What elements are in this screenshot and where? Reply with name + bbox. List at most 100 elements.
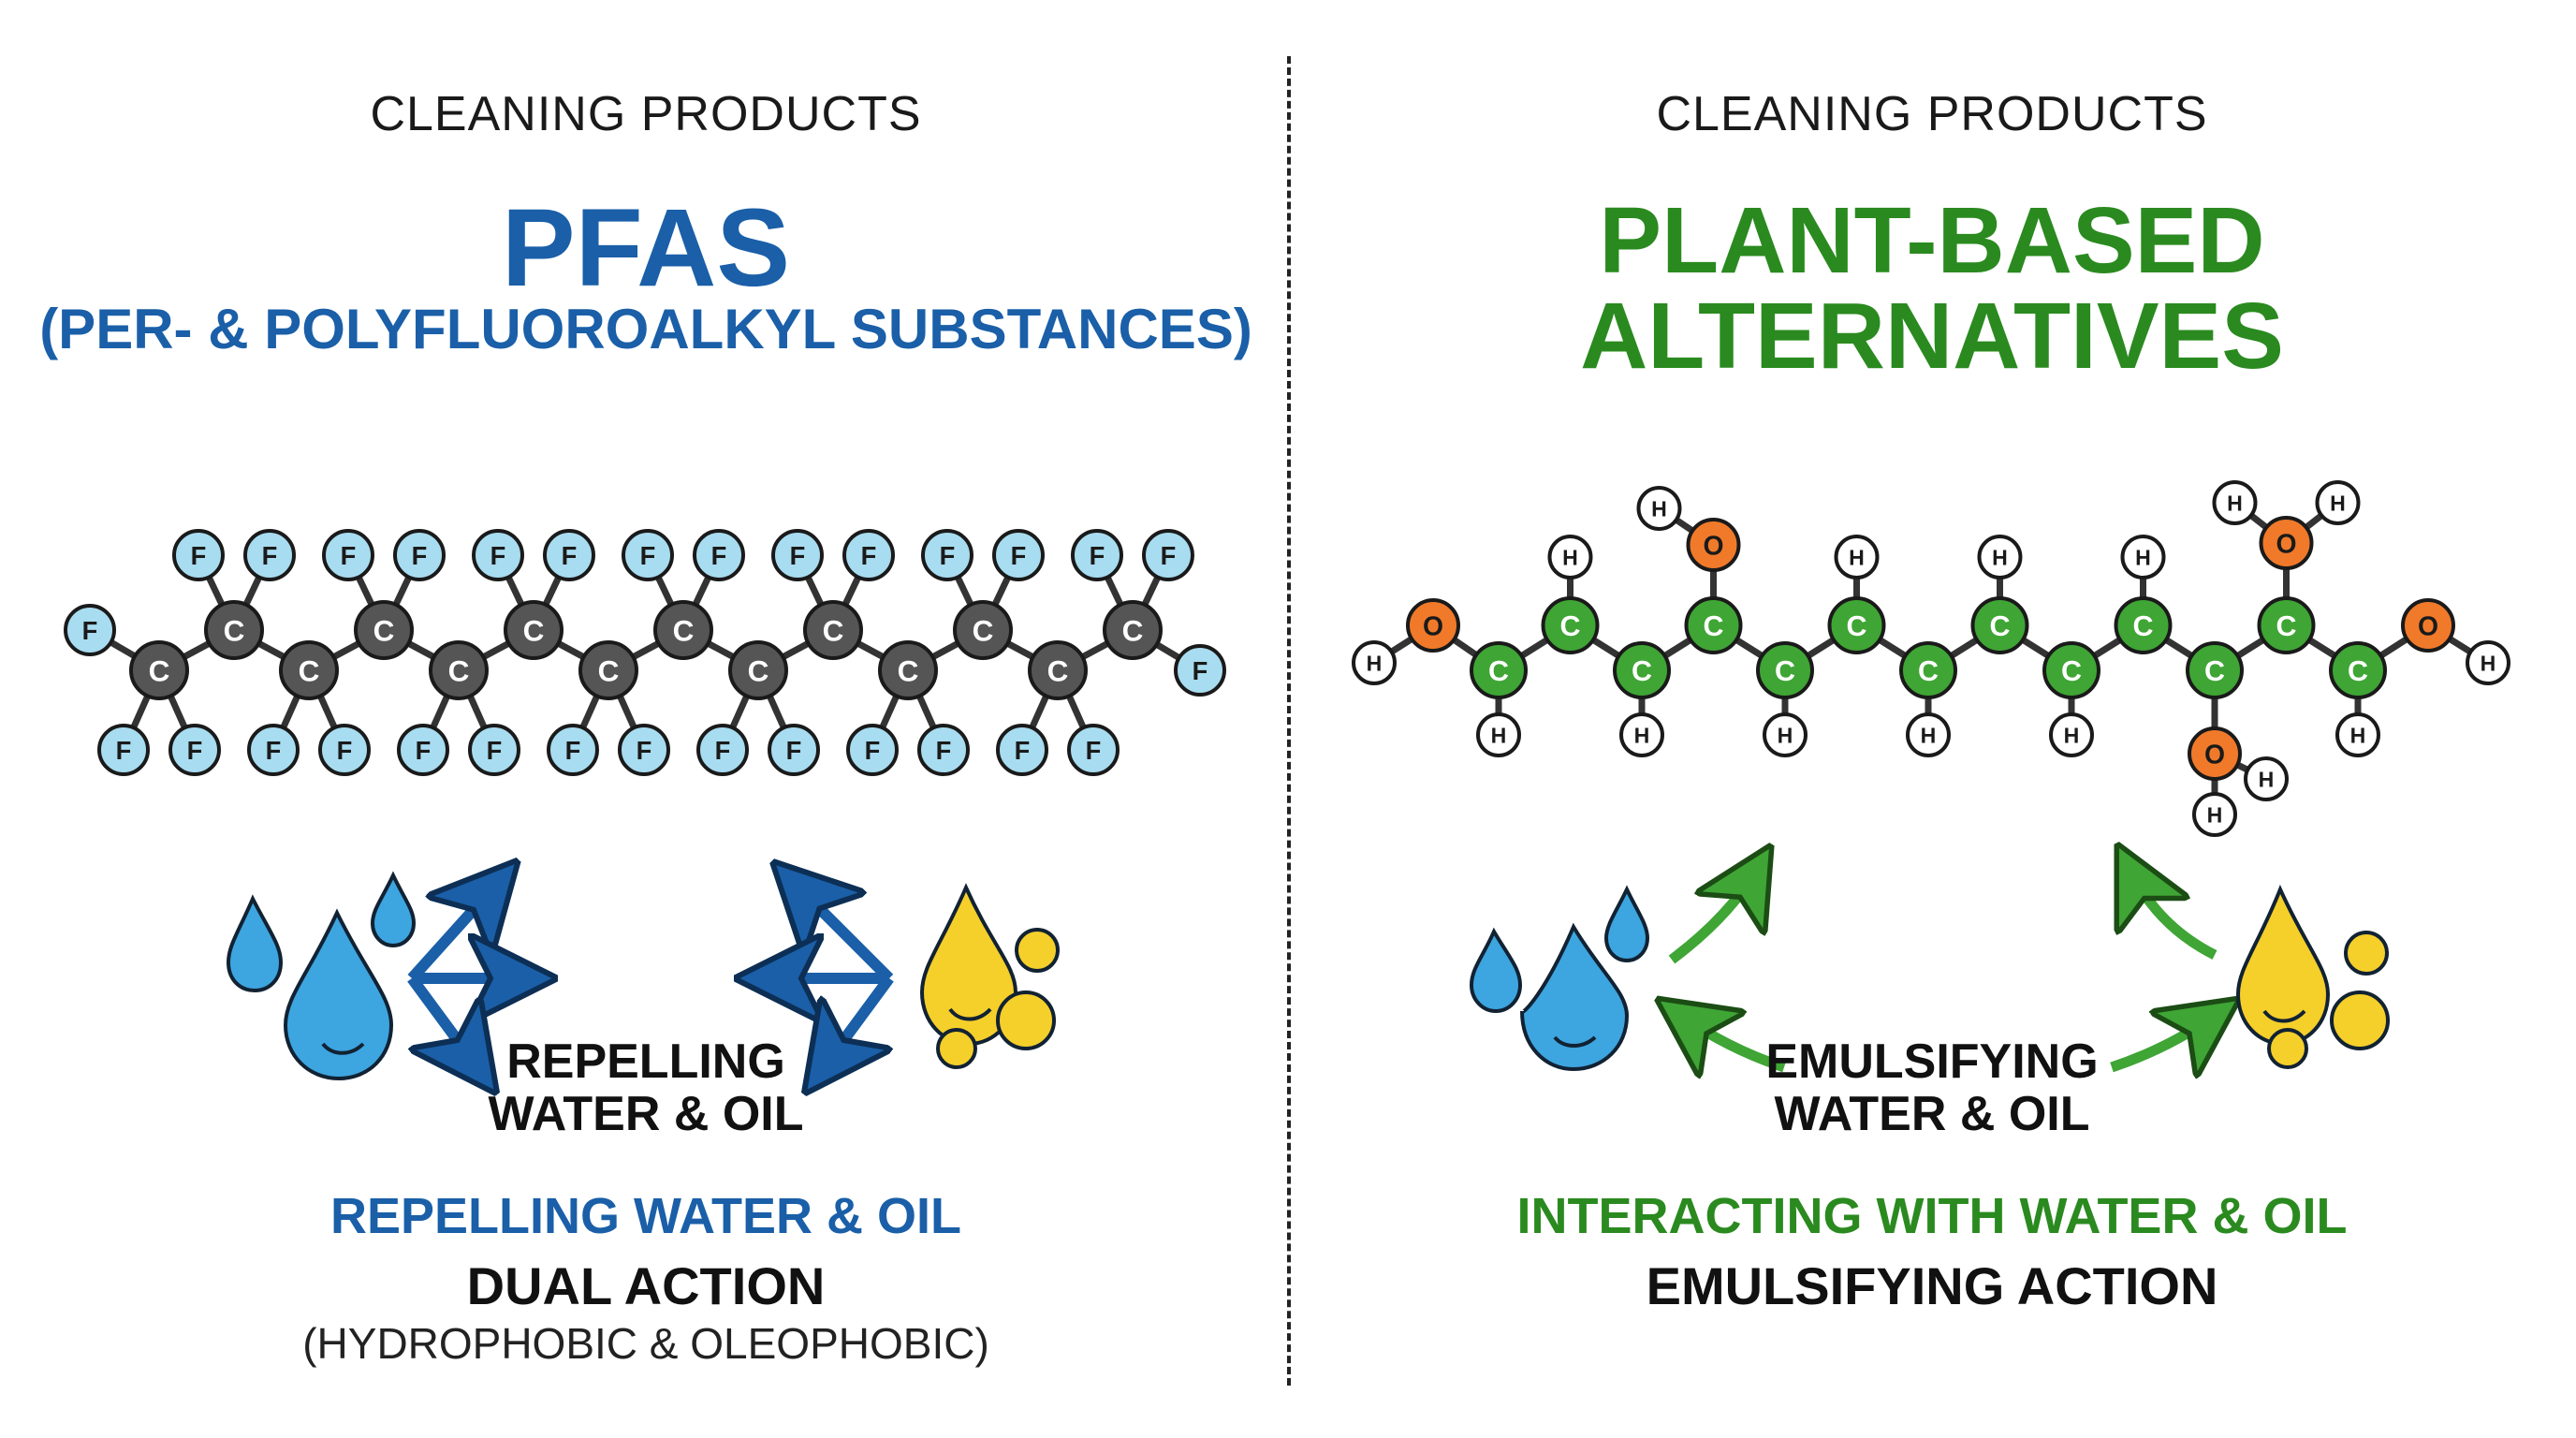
plant-title-line1: PLANT-BASED xyxy=(1599,188,2265,293)
svg-text:F: F xyxy=(861,541,877,570)
carbon-atom: C xyxy=(1827,596,1886,654)
svg-text:H: H xyxy=(1562,545,1578,569)
fluorine-atom: F xyxy=(696,724,749,776)
hydrogen-atom: H xyxy=(1977,535,2023,580)
svg-text:H: H xyxy=(2227,491,2243,515)
repel-arrows-right xyxy=(768,885,894,1067)
fluorine-atom: F xyxy=(1067,724,1120,776)
plant-title-line2: ALTERNATIVES xyxy=(1580,284,2284,389)
carbon-atom: C xyxy=(129,640,189,700)
svg-text:F: F xyxy=(940,541,956,570)
fluorine-atom: F xyxy=(618,724,670,776)
fluorine-atom: F xyxy=(64,604,116,656)
carbon-atom: C xyxy=(1684,596,1743,654)
carbon-atom: C xyxy=(1103,600,1163,660)
hydrogen-atom: H xyxy=(1636,486,1682,531)
fluorine-atom: F xyxy=(842,529,895,581)
svg-text:C: C xyxy=(224,613,245,647)
svg-text:F: F xyxy=(936,736,952,765)
svg-text:C: C xyxy=(2133,610,2154,642)
svg-text:F: F xyxy=(341,541,357,570)
svg-text:H: H xyxy=(2350,723,2366,747)
svg-text:C: C xyxy=(1047,653,1069,687)
svg-text:F: F xyxy=(786,736,802,765)
pfas-caption: REPELLING WATER & OIL xyxy=(330,1188,961,1244)
hydrogen-atom: H xyxy=(1906,712,1951,757)
oxygen-atom: O xyxy=(1686,518,1741,572)
svg-text:H: H xyxy=(1367,651,1383,675)
svg-text:C: C xyxy=(1990,610,2011,642)
fluorine-atom: F xyxy=(917,724,970,776)
pfas-panel: CLEANING PRODUCTS PFAS (PER- & POLYFLUOR… xyxy=(39,0,1252,1365)
carbon-atom: C xyxy=(1470,641,1528,699)
hydrogen-atom: H xyxy=(1547,535,1593,580)
svg-text:C: C xyxy=(1918,655,1939,687)
hydrogen-atom: H xyxy=(2244,756,2289,801)
svg-text:F: F xyxy=(711,541,727,570)
svg-text:F: F xyxy=(1090,541,1105,570)
svg-text:H: H xyxy=(1634,723,1650,747)
fluorine-atom: F xyxy=(172,529,225,581)
water-drops-icon xyxy=(1469,885,1650,1072)
svg-text:F: F xyxy=(715,736,731,765)
hydrogen-atom: H xyxy=(2120,535,2166,580)
fluorine-atom: F xyxy=(247,724,300,776)
pfas-repelling-illustration xyxy=(226,0,1060,1217)
svg-text:F: F xyxy=(191,541,207,570)
carbon-atom: C xyxy=(653,600,713,660)
svg-text:F: F xyxy=(266,736,282,765)
carbon-atom: C xyxy=(504,600,564,660)
carbon-atom: C xyxy=(1028,640,1088,700)
fluorine-atom: F xyxy=(243,529,296,581)
svg-text:F: F xyxy=(490,541,506,570)
oxygen-atom: O xyxy=(2188,726,2242,781)
svg-text:H: H xyxy=(1778,723,1793,747)
svg-text:C: C xyxy=(1122,613,1144,647)
pfas-title: PFAS xyxy=(501,186,791,310)
hydrogen-atom: H xyxy=(1476,712,1521,757)
svg-text:C: C xyxy=(299,653,320,687)
carbon-atom: C xyxy=(1541,596,1600,654)
pfas-caption-detail: (HYDROPHOBIC & OLEOPHOBIC) xyxy=(302,1319,989,1368)
svg-text:H: H xyxy=(2330,491,2346,515)
hydrogen-atom: H xyxy=(2335,712,2380,757)
plant-caption: INTERACTING WITH WATER & OIL xyxy=(1516,1188,2348,1244)
svg-text:C: C xyxy=(1847,610,1867,642)
svg-text:H: H xyxy=(2481,651,2496,675)
carbon-atom: C xyxy=(2329,641,2387,699)
oxygen-atom: O xyxy=(2259,516,2314,570)
carbon-atom: C xyxy=(429,640,489,700)
svg-text:F: F xyxy=(637,736,652,765)
svg-text:H: H xyxy=(2135,545,2151,569)
carbon-atom: C xyxy=(279,640,339,700)
carbon-atom: C xyxy=(2042,641,2100,699)
svg-text:F: F xyxy=(865,736,881,765)
fluorine-atom: F xyxy=(1071,529,1123,581)
water-drops-icon xyxy=(226,871,417,1081)
carbon-atom: C xyxy=(953,600,1013,660)
fluorine-atom: F xyxy=(547,724,599,776)
fluorine-atom: F xyxy=(97,724,150,776)
svg-text:F: F xyxy=(1193,656,1208,685)
carbon-atom: C xyxy=(578,640,638,700)
carbon-atom: C xyxy=(1970,596,2029,654)
svg-text:C: C xyxy=(448,653,470,687)
svg-text:F: F xyxy=(1086,736,1102,765)
hydrogen-atom: H xyxy=(2466,640,2510,685)
svg-text:C: C xyxy=(1632,655,1652,687)
svg-text:C: C xyxy=(973,613,994,647)
svg-text:H: H xyxy=(1651,496,1667,521)
svg-text:C: C xyxy=(523,613,545,647)
svg-text:H: H xyxy=(1491,723,1507,747)
oxygen-atom: O xyxy=(2401,598,2455,653)
oil-drops-icon xyxy=(2235,884,2390,1069)
plant-category-label: CLEANING PRODUCTS xyxy=(1656,87,2208,141)
pfas-caption-action: DUAL ACTION xyxy=(466,1256,826,1315)
svg-text:C: C xyxy=(2204,655,2225,687)
svg-text:F: F xyxy=(412,541,428,570)
pfas-action-line1: REPELLING xyxy=(506,1034,785,1089)
repel-arrows-left xyxy=(407,885,524,1067)
svg-text:F: F xyxy=(640,541,656,570)
carbon-atom: C xyxy=(1899,641,1957,699)
fluorine-atom: F xyxy=(1174,644,1226,697)
